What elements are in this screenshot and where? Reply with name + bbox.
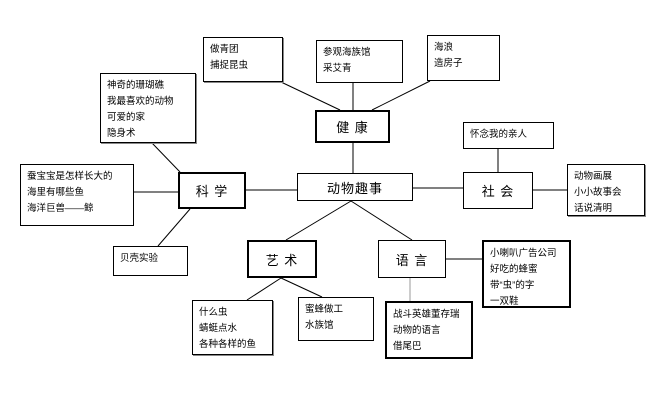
node-line: 话说清明 xyxy=(574,203,613,214)
node-line: 采艾青 xyxy=(323,63,352,74)
node-line: 各种各样的鱼 xyxy=(199,339,257,350)
node-line: 参观海族馆 xyxy=(323,47,371,58)
node-line: 小喇叭广告公司 xyxy=(490,248,557,259)
node-line: 隐身术 xyxy=(107,128,136,139)
node-line: 蜜蜂做工 xyxy=(305,304,344,315)
node-line: 水族馆 xyxy=(305,320,334,331)
node-line: 神奇的珊瑚礁 xyxy=(107,80,165,91)
node-society: 社 会 xyxy=(463,172,533,209)
node-line: 小小故事会 xyxy=(574,187,622,198)
node-label: 语 言 xyxy=(395,252,429,268)
node-label: 艺 术 xyxy=(265,252,299,268)
node-art-exhibition-list: 动物画展 小小故事会 话说清明 xyxy=(567,164,645,216)
node-silkworm-list: 蚕宝宝是怎样长大的 海里有哪些鱼 海洋巨兽——鲸 xyxy=(20,164,134,226)
node-line: 贝壳实验 xyxy=(120,253,159,264)
node-line: 造房子 xyxy=(434,58,463,69)
node-line: 捕捉昆虫 xyxy=(210,60,249,71)
node-line: 什么虫 xyxy=(199,307,228,318)
node-animal-fun-facts: 动物趣事 xyxy=(297,173,413,201)
node-line: 动物画展 xyxy=(574,171,613,182)
node-label: 社 会 xyxy=(481,184,515,199)
node-line: 海里有哪些鱼 xyxy=(27,187,85,198)
node-hero-story-list: 战斗英雄董存瑞 动物的语言 借尾巴 xyxy=(385,301,473,359)
node-line: 可爱的家 xyxy=(107,112,146,123)
node-line: 好吃的蜂蜜 xyxy=(490,264,538,275)
node-science: 科 学 xyxy=(178,172,246,209)
node-waves-house: 海浪 造房子 xyxy=(427,35,500,81)
node-shell-experiment: 贝壳实验 xyxy=(113,246,188,276)
node-line: 我最喜欢的动物 xyxy=(107,96,174,107)
node-line: 海浪 xyxy=(434,42,454,53)
node-line: 怀念我的亲人 xyxy=(470,129,528,140)
node-missing-relatives: 怀念我的亲人 xyxy=(463,122,554,149)
node-what-bug-list: 什么虫 蜻蜓点水 各种各样的鱼 xyxy=(192,300,273,355)
node-label: 科 学 xyxy=(195,184,229,199)
node-line: 带“虫”的字 xyxy=(490,280,535,291)
node-line: 战斗英雄董存瑞 xyxy=(393,309,460,320)
node-line: 动物的语言 xyxy=(393,325,441,336)
node-line: 一双鞋 xyxy=(490,296,519,307)
node-line: 蚕宝宝是怎样长大的 xyxy=(27,171,113,182)
node-language: 语 言 xyxy=(378,240,446,278)
node-aquarium-visit: 参观海族馆 采艾青 xyxy=(316,40,403,83)
node-line: 蜻蜓点水 xyxy=(199,323,238,334)
node-label: 动物趣事 xyxy=(326,180,383,196)
node-qingtuan-insects: 做青团 捕捉昆虫 xyxy=(203,37,283,82)
node-line: 做青团 xyxy=(210,44,239,55)
node-label: 健 康 xyxy=(336,120,369,135)
node-radio-ad-list: 小喇叭广告公司 好吃的蜂蜜 带“虫”的字 一双鞋 xyxy=(482,240,571,308)
node-line: 海洋巨兽——鲸 xyxy=(27,203,94,214)
node-coral-reef-list: 神奇的珊瑚礁 我最喜欢的动物 可爱的家 隐身术 xyxy=(100,73,196,143)
node-art: 艺 术 xyxy=(247,240,317,278)
node-line: 借尾巴 xyxy=(393,341,422,352)
node-bee-work-list: 蜜蜂做工 水族馆 xyxy=(298,297,374,341)
node-health: 健 康 xyxy=(315,110,390,143)
